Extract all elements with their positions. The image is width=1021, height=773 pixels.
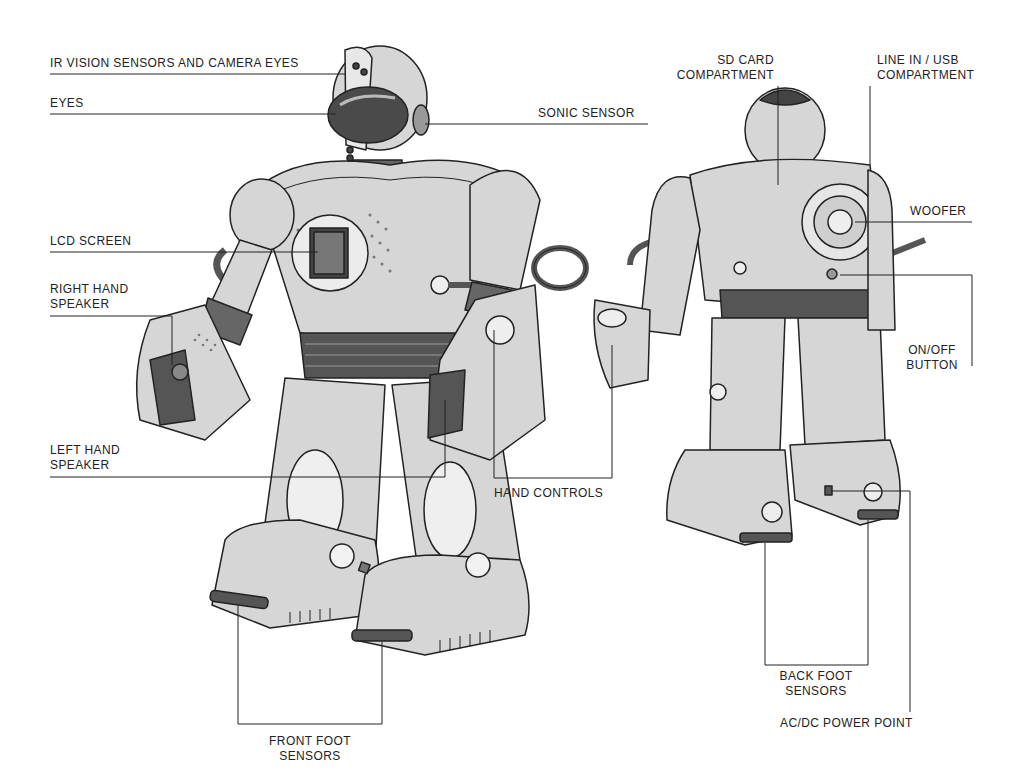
- part-label: SONIC SENSOR: [538, 106, 635, 121]
- part-label: RIGHT HAND SPEAKER: [50, 282, 150, 312]
- part-label: IR VISION SENSORS AND CAMERA EYES: [50, 56, 299, 71]
- part-label: ON/OFF BUTTON: [896, 343, 968, 373]
- part-label: LCD SCREEN: [50, 234, 131, 249]
- part-label: HAND CONTROLS: [494, 486, 603, 501]
- leader-lines: [50, 74, 972, 724]
- part-label: FRONT FOOT SENSORS: [258, 734, 362, 764]
- part-label: AC/DC POWER POINT: [780, 716, 913, 731]
- part-label: LEFT HAND SPEAKER: [50, 443, 150, 473]
- part-label: SD CARD COMPARTMENT: [670, 53, 774, 83]
- part-label: WOOFER: [910, 204, 966, 219]
- part-label: EYES: [50, 96, 84, 111]
- part-label: LINE IN / USB COMPARTMENT: [877, 53, 981, 83]
- part-label: BACK FOOT SENSORS: [764, 669, 868, 699]
